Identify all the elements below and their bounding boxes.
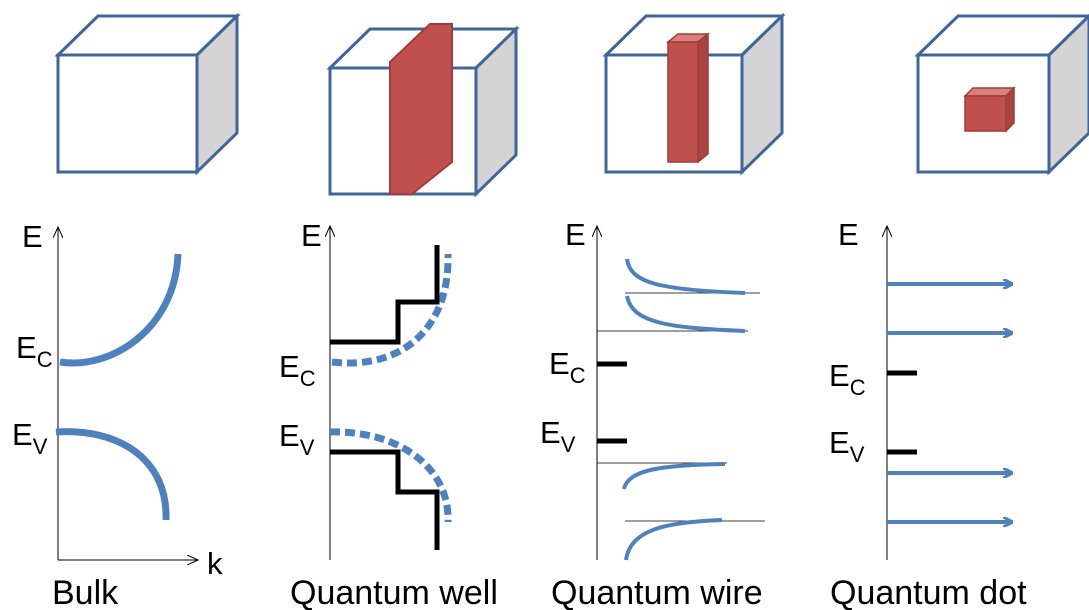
quantum-dot-box [963, 86, 1016, 133]
conduction-band-dotted-curve [331, 253, 452, 367]
valence-step-density [330, 449, 440, 550]
valence-band-label: EV [12, 417, 48, 459]
quantum-wire-cube [602, 12, 786, 176]
valence-band-dotted-curve [329, 428, 452, 523]
quantum-wire-band-diagram: E EC EV [540, 217, 765, 561]
dos-divergence-curve [625, 295, 746, 333]
quantum-well-cube [326, 23, 520, 198]
conduction-band-label: EC [16, 330, 53, 372]
conduction-band-label: EC [549, 346, 586, 388]
energy-axis-label: E [301, 218, 322, 253]
caption-bulk: Bulk [52, 574, 119, 610]
quantum-wire-rod [665, 32, 711, 164]
energy-axis-label: E [565, 217, 586, 252]
caption-quantum-dot: Quantum dot [830, 574, 1027, 610]
quantum-dot-band-diagram: E EC EV [829, 217, 1012, 560]
valence-band-label: EV [540, 415, 576, 457]
quantum-well-band-diagram: E EC EV [279, 218, 452, 560]
dos-divergence-curve [625, 258, 746, 295]
quantum-dot-cube [914, 13, 1089, 176]
valence-band-label: EV [829, 425, 865, 467]
conduction-step-density [330, 245, 440, 345]
quantum-well-slab [389, 23, 453, 195]
dos-divergence-curve [624, 518, 723, 561]
bulk-cube [54, 12, 241, 176]
caption-quantum-well: Quantum well [290, 574, 498, 610]
conduction-band-label: EC [279, 349, 316, 391]
momentum-axis-label: k [207, 546, 223, 581]
bulk-band-diagram: E k EC EV [12, 219, 223, 581]
valence-band-curve [55, 428, 170, 521]
conduction-band-label: EC [829, 358, 866, 400]
energy-axis-label: E [838, 217, 859, 252]
conduction-band-curve [59, 253, 182, 367]
dos-divergence-curve [622, 462, 726, 490]
caption-quantum-wire: Quantum wire [551, 574, 763, 610]
valence-band-label: EV [279, 418, 315, 460]
energy-axis-label: E [22, 219, 43, 254]
cube-front-face [56, 53, 199, 174]
